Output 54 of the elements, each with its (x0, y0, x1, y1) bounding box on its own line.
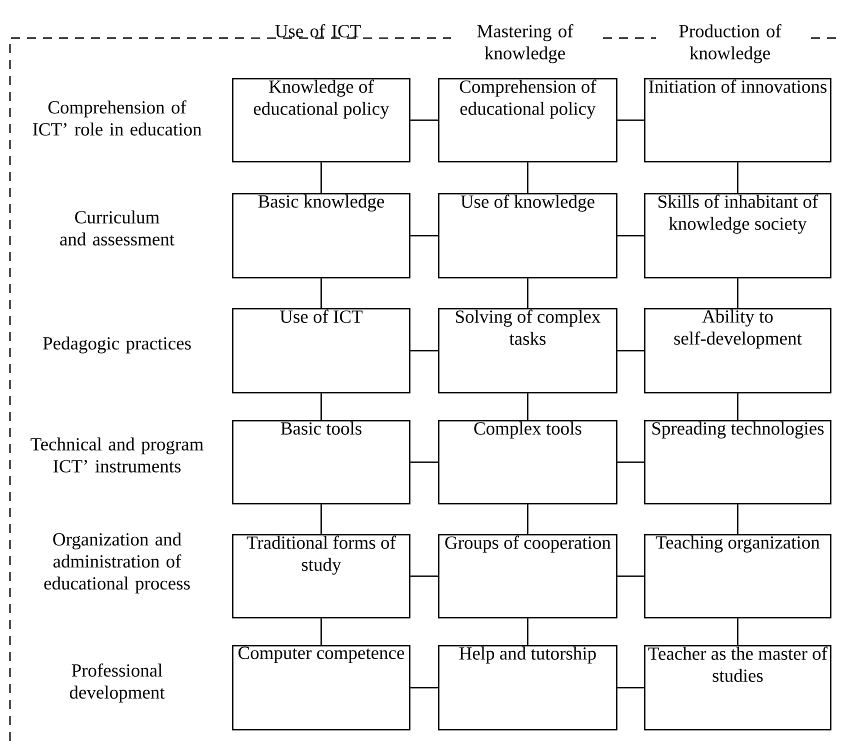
box: Use of ICT (232, 308, 410, 394)
box: Teaching organization (644, 534, 832, 618)
column-heading: Production of knowledge (656, 24, 804, 64)
connector-line (737, 618, 738, 645)
connector-line (320, 504, 322, 534)
box: Teacher as the master of studies (644, 644, 832, 730)
column-heading: Use of ICT (244, 24, 392, 38)
box: Solving of complex tasks (438, 308, 618, 394)
connector-line (527, 504, 528, 534)
connector-line (410, 575, 438, 577)
connector-line (737, 504, 738, 534)
box: Computer competence (232, 644, 410, 730)
connector-line (410, 461, 438, 463)
connector-line (320, 618, 322, 645)
connector-line (527, 278, 528, 308)
row-heading: Technical and program ICT’ instruments (30, 437, 204, 472)
box: Spreading technologies (644, 420, 832, 504)
connector-line (737, 393, 738, 420)
box: Use of knowledge (438, 193, 618, 278)
connector-line (320, 278, 322, 308)
box: Basic knowledge (232, 193, 410, 278)
connector-line (617, 686, 644, 688)
connector-line (617, 350, 644, 352)
connector-line (527, 393, 528, 420)
box: Comprehension of educational policy (438, 78, 618, 162)
row-heading: Comprehension of ICT’ role in education (32, 100, 202, 136)
connector-line (617, 120, 644, 121)
column-heading: Mastering of knowledge (451, 24, 599, 64)
connector-line (617, 461, 644, 463)
connector-line (737, 162, 738, 193)
connector-line (410, 120, 438, 121)
box: Knowledge of educational policy (232, 78, 410, 162)
connector-line (410, 235, 438, 236)
row-heading: Organization and administration of educational process (44, 532, 190, 594)
row-heading: Professional development (70, 664, 165, 702)
row-heading: Curriculum and assessment (60, 210, 174, 246)
connector-line (617, 575, 644, 577)
box: Traditional forms of study (232, 534, 410, 618)
connector-line (320, 393, 322, 420)
connector-line (617, 235, 644, 236)
box: Skills of inhabitant of knowledge society (644, 193, 832, 278)
connector-line (737, 278, 738, 308)
box: Ability to self-development (644, 308, 832, 394)
box: Groups of cooperation (438, 534, 618, 618)
connector-line (320, 162, 322, 193)
box: Help and tutorship (438, 644, 618, 730)
box: Basic tools (232, 420, 410, 504)
connector-line (527, 162, 528, 193)
connector-line (410, 350, 438, 352)
row-heading: Pedagogic practices (43, 336, 191, 354)
box: Complex tools (438, 420, 618, 504)
connector-line (410, 686, 438, 688)
box: Initiation of innovations (644, 78, 832, 162)
connector-line (527, 618, 528, 645)
